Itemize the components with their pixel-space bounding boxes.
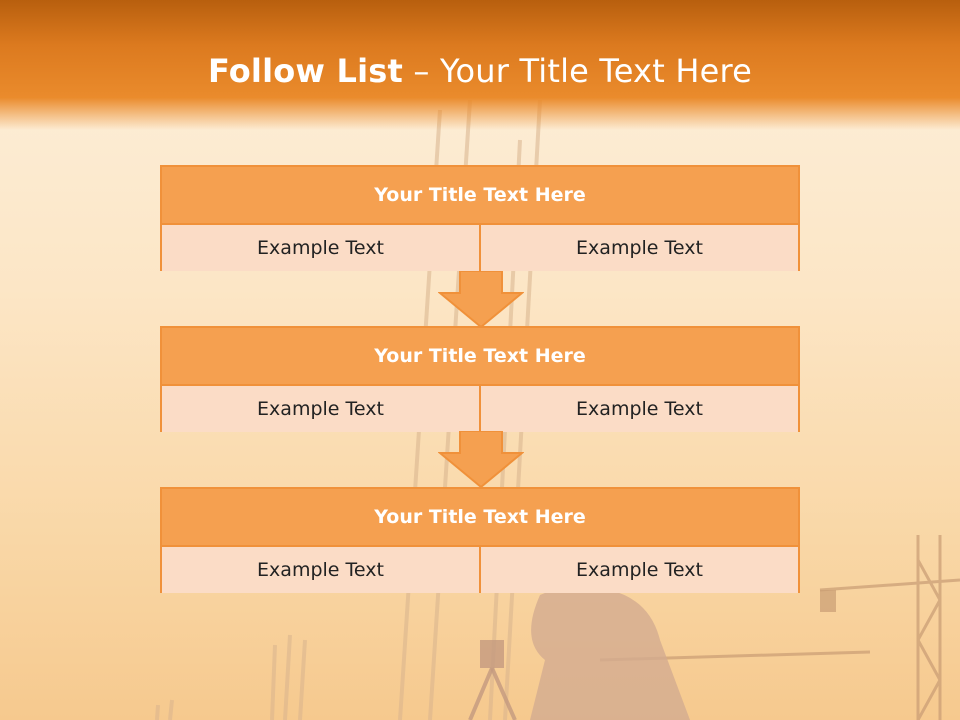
block-title: Your Title Text Here xyxy=(162,167,798,225)
follow-block-3: Your Title Text Here Example Text Exampl… xyxy=(160,487,800,593)
block-row: Example Text Example Text xyxy=(162,386,798,432)
follow-block-1: Your Title Text Here Example Text Exampl… xyxy=(160,165,800,271)
follow-block-2: Your Title Text Here Example Text Exampl… xyxy=(160,326,800,432)
block-cell-right: Example Text xyxy=(481,386,798,432)
down-arrow-icon xyxy=(438,271,524,329)
block-row: Example Text Example Text xyxy=(162,225,798,271)
header-band xyxy=(0,0,960,130)
block-cell-right: Example Text xyxy=(481,547,798,593)
block-row: Example Text Example Text xyxy=(162,547,798,593)
block-cell-right: Example Text xyxy=(481,225,798,271)
down-arrow-icon xyxy=(438,431,524,489)
block-title: Your Title Text Here xyxy=(162,489,798,547)
block-cell-left: Example Text xyxy=(162,386,481,432)
slide-title-bold: Follow List xyxy=(207,52,404,90)
block-title: Your Title Text Here xyxy=(162,328,798,386)
slide-title: Follow List – Your Title Text Here xyxy=(0,52,960,90)
block-cell-left: Example Text xyxy=(162,225,481,271)
block-cell-left: Example Text xyxy=(162,547,481,593)
slide-title-light: – Your Title Text Here xyxy=(413,52,753,90)
